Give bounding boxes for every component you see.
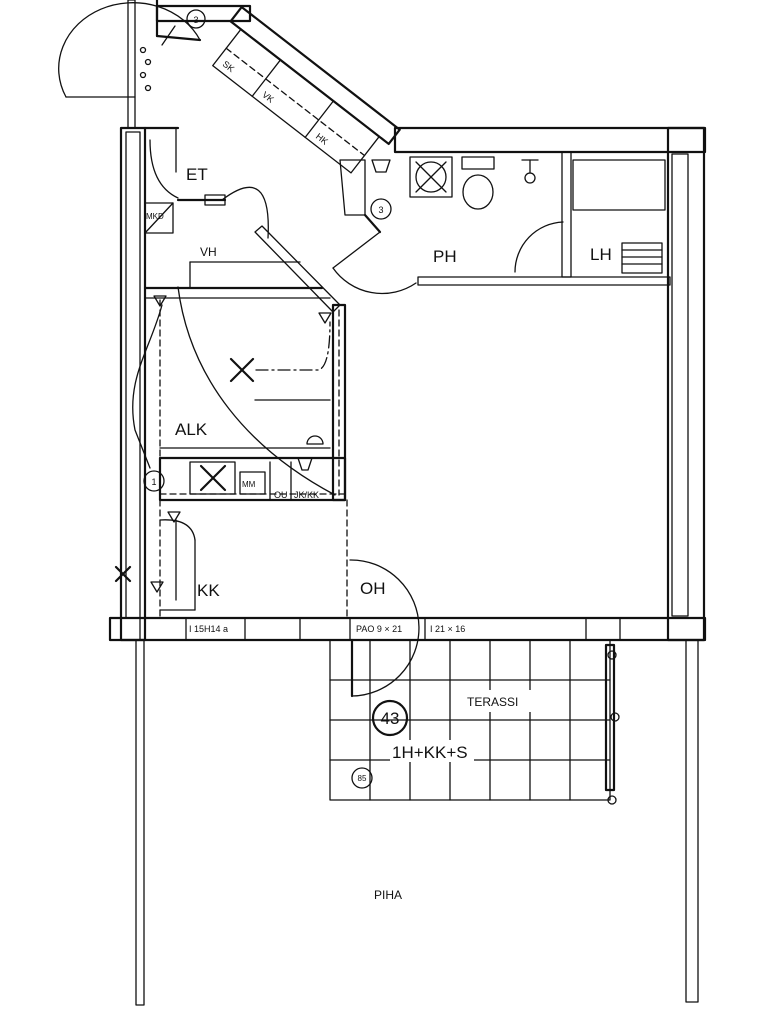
door-label-oh: PAO 9 × 21 [356, 624, 402, 634]
wardrobe-divider [304, 100, 335, 138]
ceiling-light-icon [229, 357, 255, 383]
entry-wire [161, 25, 176, 46]
oh-door-swing [349, 559, 420, 697]
room-label-kk: KK [197, 581, 220, 600]
electrical-symbols [114, 295, 332, 593]
lh-door-swing [514, 221, 564, 273]
window-label-oh: I 21 × 16 [430, 624, 465, 634]
wardrobe-divider [251, 59, 282, 97]
cabinet-label-mkd: MKD [146, 212, 164, 221]
lamp-icon [318, 312, 332, 324]
entry-door-swing [58, 2, 201, 98]
apartment-type-bg [390, 740, 474, 762]
ph-lh-divider [561, 151, 572, 278]
yard-fence-left [135, 639, 145, 1006]
apartment-number-marker: 43 [371, 699, 409, 737]
wardrobe-band [212, 28, 380, 174]
lh-shelf [572, 159, 666, 211]
sink-tap-icon [521, 159, 539, 184]
ph-bottom-wall [417, 276, 671, 286]
storage-area: LH [514, 151, 666, 278]
terrace-rail [604, 643, 620, 805]
yard-fence-right [685, 639, 699, 1003]
lamp-icon [150, 581, 164, 593]
terrace-small-marker-label: 85 [358, 774, 367, 783]
toilet-icon [461, 156, 495, 210]
lamp-icon [167, 511, 181, 523]
ph-door-leaf [332, 231, 381, 269]
apartment-type: 1H+KK+S [392, 743, 468, 762]
window-label-kk: I 15H14 a [189, 624, 228, 634]
outdoor-light-icon [114, 565, 132, 583]
terrace: TERASSI 43 1H+KK+S 85 [329, 639, 620, 805]
appliance-label-jk-kk: JK/KK [294, 490, 319, 500]
bottom-wall-pier [299, 617, 351, 641]
counter-body [158, 456, 347, 502]
hall-area: ET MKD VH [143, 126, 341, 313]
mkd-cabinet: MKD [144, 202, 174, 234]
room-label-oh: OH [360, 579, 386, 598]
room-label-ph: PH [433, 247, 457, 266]
lh-radiator-icon [621, 242, 663, 274]
appliance-label-mm: MM [242, 480, 256, 489]
et-curve [149, 139, 179, 199]
stove-light-icon [199, 464, 227, 492]
bottom-wall-pier [109, 617, 141, 641]
lamp-icon [306, 435, 324, 445]
marker-bathroom-label: 3 [378, 205, 383, 215]
ph-basin-icon [371, 159, 391, 173]
room-label-alk: ALK [175, 420, 208, 439]
marker-bathroom: 3 [370, 198, 392, 220]
ph-door-swing [332, 267, 417, 295]
area-label-terassi: TERASSI [467, 695, 518, 709]
bathroom-area: 3 PH [332, 156, 671, 295]
marker-kitchen-label: 1 [151, 477, 156, 487]
room-label-et: ET [186, 165, 208, 184]
kitchen-counter: MM OU JK/KK 1 [143, 456, 347, 502]
stove-box [189, 461, 236, 495]
kk-cabinet-curve [159, 519, 196, 541]
entrance: 3 [58, 0, 252, 129]
marker-entry-label: 3 [193, 15, 198, 25]
area-label-piha: PIHA [374, 888, 402, 902]
marker-entry: 3 [186, 9, 206, 29]
light-wire [255, 321, 331, 371]
lamp-icon [153, 295, 167, 307]
marker-kitchen: 1 [143, 470, 165, 492]
terrace-small-marker: 85 [351, 767, 373, 789]
kitchen-tap-icon [297, 457, 313, 471]
ventilation-fan-icon [409, 156, 453, 198]
terrace-tiles [329, 639, 611, 801]
wiring-curve [177, 286, 336, 496]
mm-box [239, 471, 266, 495]
right-wall-insulation [671, 153, 689, 617]
ph-wall-stub [363, 213, 382, 234]
vh-door-swing [221, 186, 269, 239]
kitchen-area: KK [159, 519, 220, 611]
room-label-lh: LH [590, 245, 612, 264]
appliance-label-ou: OU [274, 490, 288, 500]
wiring-curve-left [132, 304, 163, 469]
alcove-area: ALK [132, 286, 348, 619]
yard: PIHA [135, 639, 699, 1006]
entry-hinge-marks [139, 46, 152, 92]
living-room: OH [349, 559, 420, 698]
entry-door-leaf-2 [155, 34, 202, 42]
et-shelf-block [204, 194, 226, 206]
wardrobe-shelf-line [225, 47, 366, 157]
terrace-label-bg [455, 690, 535, 712]
room-label-vh: VH [200, 245, 217, 259]
apartment-number: 43 [381, 709, 400, 728]
